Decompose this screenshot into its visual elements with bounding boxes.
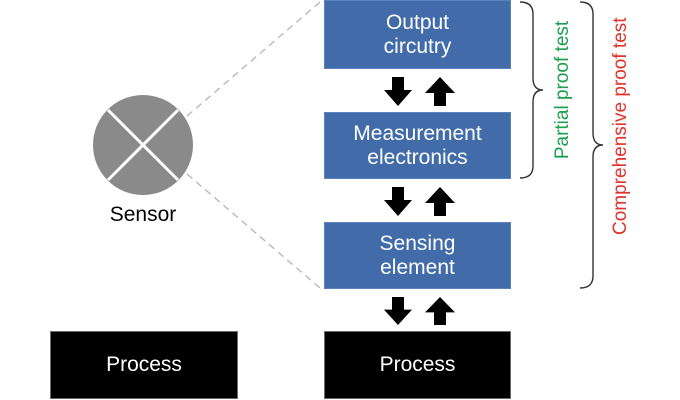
process-right-block: Process <box>324 331 511 399</box>
output-circuitry-block: Output circutry <box>324 0 511 69</box>
arrow-up-icon <box>425 297 455 325</box>
process-left-block: Process <box>50 331 238 399</box>
partial-proof-brace <box>519 1 544 179</box>
comprehensive-proof-test-label: Comprehensive proof test <box>610 17 631 235</box>
arrow-down-icon <box>384 297 412 325</box>
zoom-line-bottom <box>186 173 321 289</box>
sensor-label: Sensor <box>109 203 177 226</box>
arrow-down-icon <box>384 77 412 106</box>
process-left-label: Process <box>106 353 182 376</box>
output-circuitry-label: Output circutry <box>383 10 452 58</box>
comprehensive-proof-brace <box>579 1 604 289</box>
measurement-electronics-label: Measurement electronics <box>353 121 482 169</box>
process-right-label: Process <box>379 353 456 376</box>
arrow-up-icon <box>425 187 455 216</box>
arrow-down-icon <box>384 187 412 216</box>
sensor-circle-x-icon <box>93 95 193 195</box>
partial-proof-test-label: Partial proof test <box>552 20 573 160</box>
sensing-element-label: Sensing element <box>379 231 456 279</box>
zoom-line-top <box>186 1 321 117</box>
sensing-element-block: Sensing element <box>324 222 511 289</box>
measurement-electronics-block: Measurement electronics <box>324 112 511 179</box>
arrow-up-icon <box>425 77 455 106</box>
